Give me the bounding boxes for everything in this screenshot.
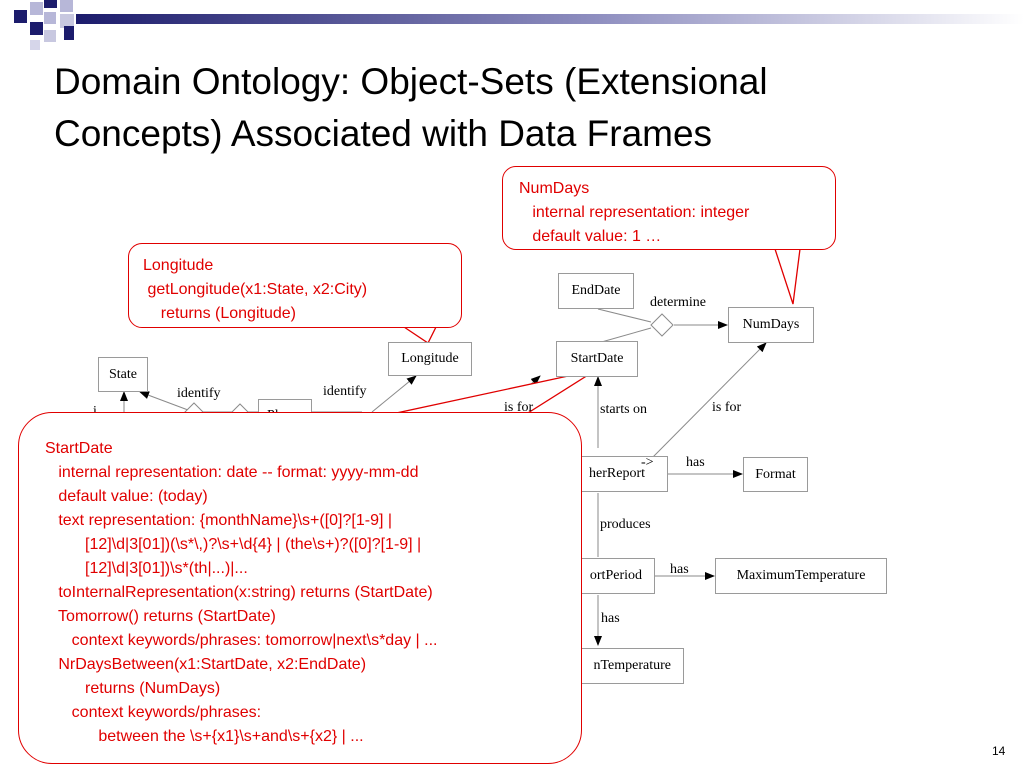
callout-line: returns (NumDays) xyxy=(45,680,221,697)
callout-line: between the \s+{x1}\s+and\s+{x2} | ... xyxy=(45,728,364,745)
rel-has-min: has xyxy=(601,611,620,626)
edge-identify-state xyxy=(139,391,189,411)
edge-identify-longitude xyxy=(371,375,417,413)
callout-line: getLongitude(x1:State, x2:City) xyxy=(143,281,368,298)
title-line-2: Concepts) Associated with Data Frames xyxy=(54,113,713,154)
header-decoration xyxy=(14,0,1024,50)
object-set-label: NumDays xyxy=(742,317,800,332)
object-set-startdate: StartDate xyxy=(556,341,638,377)
numdays-callout-pointer xyxy=(774,248,801,305)
rel-starts-on: starts on xyxy=(600,402,648,417)
callout-line: internal representation: date -- format:… xyxy=(45,464,419,481)
edge-enddate-determine xyxy=(597,308,652,323)
callout-line: context keywords/phrases: tomorrow|next\… xyxy=(45,632,438,649)
callout-longitude: Longitude getLongitude(x1:State, x2:City… xyxy=(128,243,462,328)
rel-is-for-left: is for xyxy=(504,400,534,415)
callout-line: internal representation: integer xyxy=(519,204,750,221)
object-set-label: StartDate xyxy=(570,351,624,366)
rel-partial-left: i xyxy=(93,404,97,420)
object-set-maximum-temperature: MaximumTemperature xyxy=(715,558,887,594)
page-number: 14 xyxy=(992,744,1006,758)
title-line-1: Domain Ontology: Object-Sets (Extensiona… xyxy=(54,61,768,102)
callout-numdays: NumDays internal representation: integer… xyxy=(502,166,836,250)
callout-line: StartDate xyxy=(45,440,113,457)
rel-is-for-right: is for xyxy=(712,400,742,415)
callout-line: [12]\d|3[01])(\s*\,)?\s+\d{4} | (the\s+)… xyxy=(45,536,422,553)
object-set-numdays: NumDays xyxy=(728,307,814,343)
callout-line: NrDaysBetween(x1:StartDate, x2:EndDate) xyxy=(45,656,367,673)
object-set-label: ortPeriod xyxy=(589,568,642,583)
determine-diamond xyxy=(650,313,674,337)
rel-identify-right: identify xyxy=(323,384,367,399)
object-set-label: nTemperature xyxy=(593,658,671,673)
edge-startdate-determine xyxy=(597,327,652,344)
rel-has-max: has xyxy=(670,562,689,577)
callout-line: Longitude xyxy=(143,257,214,274)
edge-report-numdays xyxy=(651,342,767,459)
callout-line: [12]\d|3[01])\s*(th|...)|... xyxy=(45,560,248,577)
object-set-minimum-temperature: nTemperature xyxy=(540,648,684,684)
object-set-longitude: Longitude xyxy=(388,342,472,376)
object-set-label: MaximumTemperature xyxy=(736,568,866,583)
object-set-label: State xyxy=(109,366,137,382)
object-set-enddate: EndDate xyxy=(558,273,634,309)
rel-produces: produces xyxy=(600,517,651,532)
longitude-callout-pointer xyxy=(401,326,438,344)
object-set-label: EndDate xyxy=(571,283,621,298)
callout-line: returns (Longitude) xyxy=(143,305,296,322)
object-set-label: Longitude xyxy=(401,351,459,366)
callout-line: toInternalRepresentation(x:string) retur… xyxy=(45,584,433,601)
page-title: Domain Ontology: Object-Sets (Extensiona… xyxy=(54,56,1004,160)
callout-line: context keywords/phrases: xyxy=(45,704,262,721)
callout-line: text representation: {monthName}\s+([0]?… xyxy=(45,512,393,529)
callout-line: Tomorrow() returns (StartDate) xyxy=(45,608,276,625)
rel-arrow-marker: -> xyxy=(641,455,654,470)
object-set-label: Format xyxy=(755,466,796,482)
object-set-format: Format xyxy=(743,457,808,492)
callout-line: default value: (today) xyxy=(45,488,208,505)
object-set-state: State xyxy=(98,357,148,392)
rel-identify-left: identify xyxy=(177,386,221,401)
rel-determine: determine xyxy=(650,295,706,310)
rel-has-format: has xyxy=(686,455,705,470)
callout-line: NumDays xyxy=(519,180,590,197)
callout-startdate: StartDate internal representation: date … xyxy=(18,412,582,764)
object-set-label: herReport xyxy=(589,466,645,481)
callout-line: default value: 1 … xyxy=(519,228,662,245)
